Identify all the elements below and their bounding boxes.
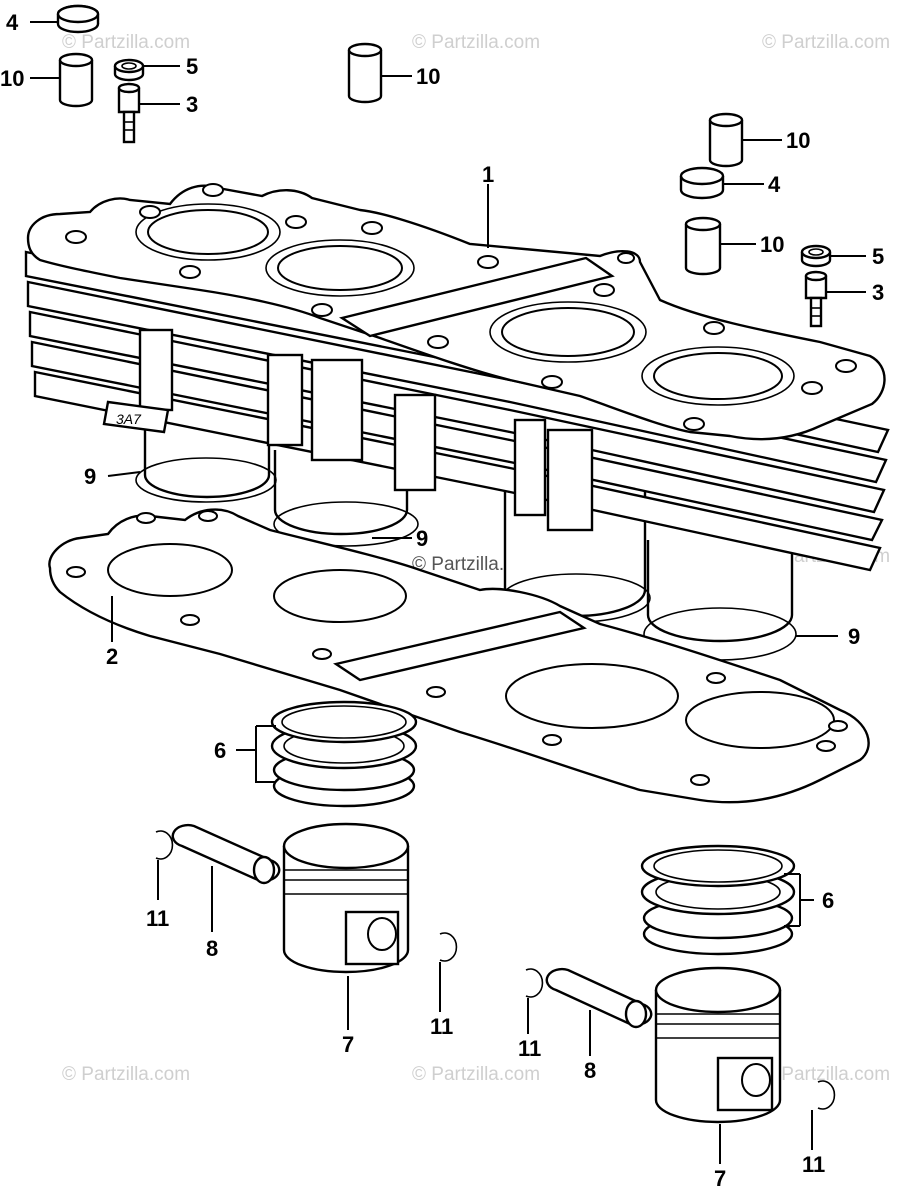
o-ring-small-part [113, 58, 145, 82]
dowel-pin-part [58, 52, 94, 108]
callout-7: 7 [342, 1032, 354, 1057]
o-ring-small-part [800, 244, 832, 268]
watermark: © Partzilla.com [412, 32, 540, 53]
piston-pin-right [545, 967, 653, 1029]
oil-jet-part [804, 270, 828, 328]
callout-9: 9 [84, 464, 96, 489]
callout-10: 10 [0, 66, 24, 91]
callout-3: 3 [872, 280, 884, 305]
watermark: © Partzilla.com [762, 1064, 890, 1085]
callout-11: 11 [430, 1014, 453, 1039]
dowel-pin-part [347, 42, 383, 104]
stud-holes [65, 183, 857, 431]
dowel-pin-part [708, 112, 744, 168]
oil-jet-part [117, 82, 141, 144]
cylinder-block: 3A7 [24, 183, 890, 572]
pin-clips [155, 830, 836, 1110]
callout-7: 7 [714, 1166, 726, 1191]
callouts: 4 10 5 3 10 1 10 4 10 5 3 9 9 9 2 6 6 11… [0, 10, 884, 1191]
callout-11: 11 [802, 1152, 825, 1177]
piston-ring-set-right [640, 844, 796, 956]
callout-4: 4 [6, 10, 19, 35]
callout-11: 11 [518, 1036, 541, 1061]
fin-ribs [138, 328, 594, 532]
callout-8: 8 [206, 936, 218, 961]
callout-10: 10 [416, 64, 440, 89]
piston-left [282, 822, 410, 974]
dowel-pin-part [684, 216, 722, 276]
callout-6: 6 [214, 738, 226, 763]
callout-9: 9 [848, 624, 860, 649]
callout-5: 5 [186, 54, 198, 79]
callout-9: 9 [416, 526, 428, 551]
o-ring-large-part [679, 166, 725, 200]
o-ring-large-part [56, 4, 100, 34]
callout-4: 4 [768, 172, 781, 197]
callout-11: 11 [146, 906, 169, 931]
callout-1: 1 [482, 162, 494, 187]
callout-10: 10 [786, 128, 810, 153]
callout-6: 6 [822, 888, 834, 913]
leader-lines [30, 21, 866, 1164]
callout-8: 8 [584, 1058, 596, 1083]
base-gasket [48, 508, 870, 804]
callout-3: 3 [186, 92, 198, 117]
callout-2: 2 [106, 644, 118, 669]
casting-mark: 3A7 [116, 411, 142, 427]
piston-pin-left [171, 823, 281, 885]
watermark: © Partzilla.com [62, 1064, 190, 1085]
watermark: © Partzilla.com [412, 1064, 540, 1085]
watermark: © Partzilla.com [762, 32, 890, 53]
piston-right [654, 966, 782, 1124]
callout-5: 5 [872, 244, 884, 269]
watermark: © Partzilla.com [62, 32, 190, 53]
callout-10: 10 [760, 232, 784, 257]
piston-ring-set-left [270, 700, 418, 808]
